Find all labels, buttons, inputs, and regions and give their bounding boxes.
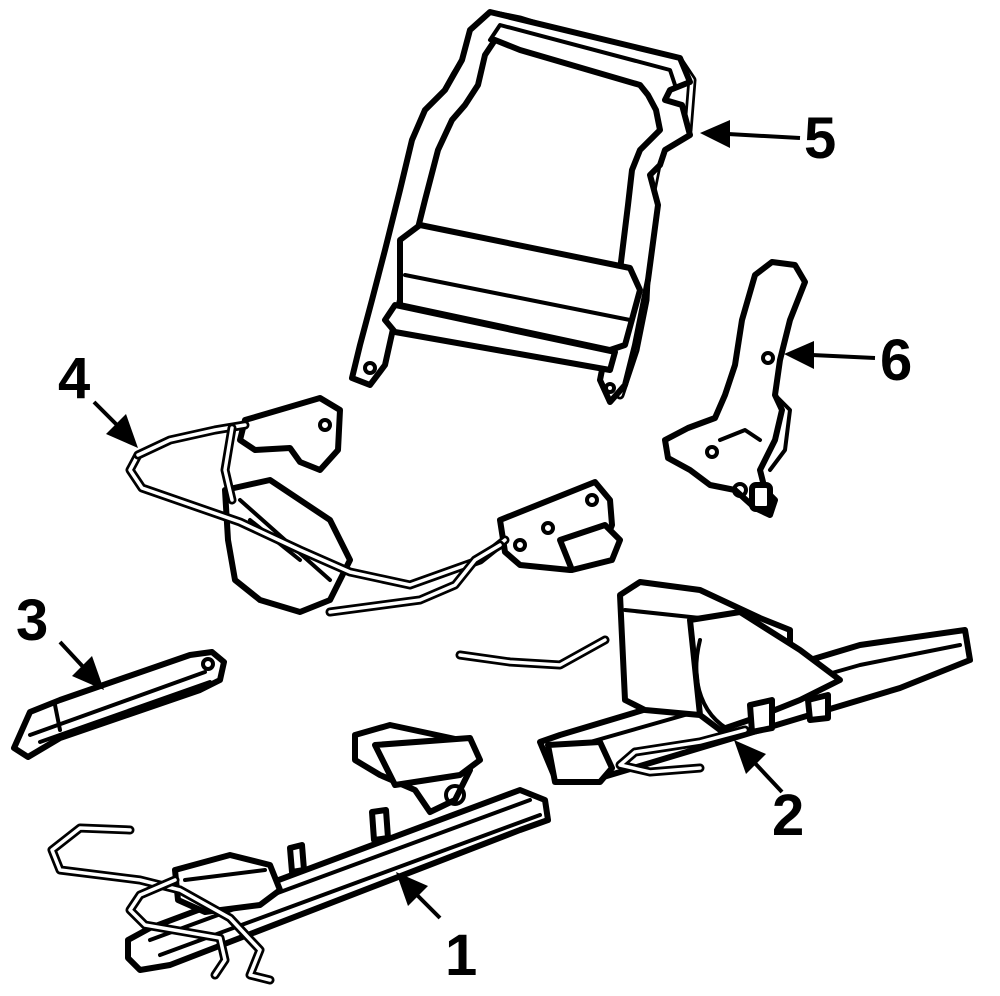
- leader-arrow-3: [58, 640, 104, 690]
- leader-arrow-6: [784, 341, 876, 369]
- power-seat-track: [455, 579, 973, 785]
- leader-arrow-1: [396, 872, 442, 920]
- recliner-bracket: [662, 259, 808, 518]
- leader-arrow-4: [92, 400, 138, 448]
- callout-6: 6: [880, 328, 912, 393]
- seat-cushion-frame: [125, 395, 623, 617]
- manual-seat-track: [47, 722, 551, 985]
- side-trim-panel: [11, 649, 227, 760]
- seat-back-frame: [349, 9, 697, 405]
- leader-arrow-2: [734, 740, 784, 794]
- callout-3: 3: [16, 588, 48, 653]
- leader-arrow-5: [700, 120, 801, 148]
- callout-4: 4: [58, 346, 90, 411]
- callout-5: 5: [804, 106, 836, 171]
- callout-2: 2: [772, 783, 804, 848]
- callout-1: 1: [445, 923, 477, 988]
